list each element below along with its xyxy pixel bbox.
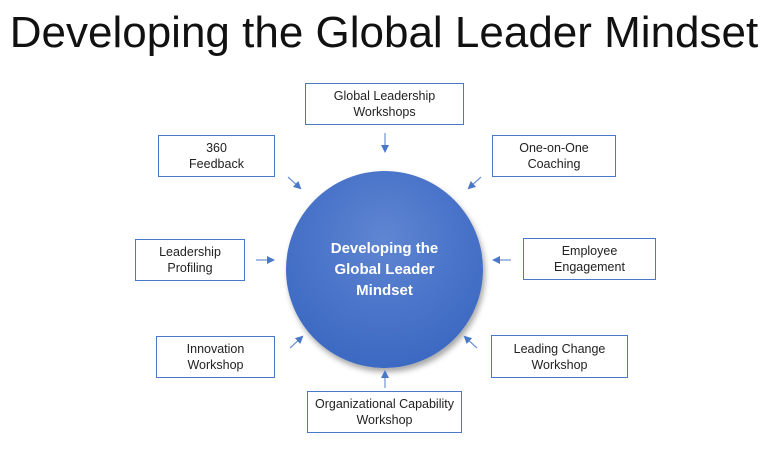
center-label: Developing the Global Leader Mindset [330,240,439,299]
arrow-top-left [287,176,302,190]
arrow-bottom-left [289,335,304,349]
node-employee-engagement: Employee Engagement [523,238,656,280]
node-global-leadership-workshops: Global Leadership Workshops [305,83,464,125]
node-leadership-profiling: Leadership Profiling [135,239,245,281]
arrow-bottom-right [463,335,478,349]
page-title: Developing the Global Leader Mindset [9,8,759,57]
center-circle: Developing the Global Leader Mindset [286,171,483,368]
node-organizational-capability-workshop: Organizational Capability Workshop [307,391,462,433]
node-360-feedback: 360 Feedback [158,135,275,177]
node-innovation-workshop: Innovation Workshop [156,336,275,378]
node-one-on-one-coaching: One-on-One Coaching [492,135,616,177]
node-leading-change-workshop: Leading Change Workshop [491,335,628,378]
arrow-top-right [467,176,482,190]
